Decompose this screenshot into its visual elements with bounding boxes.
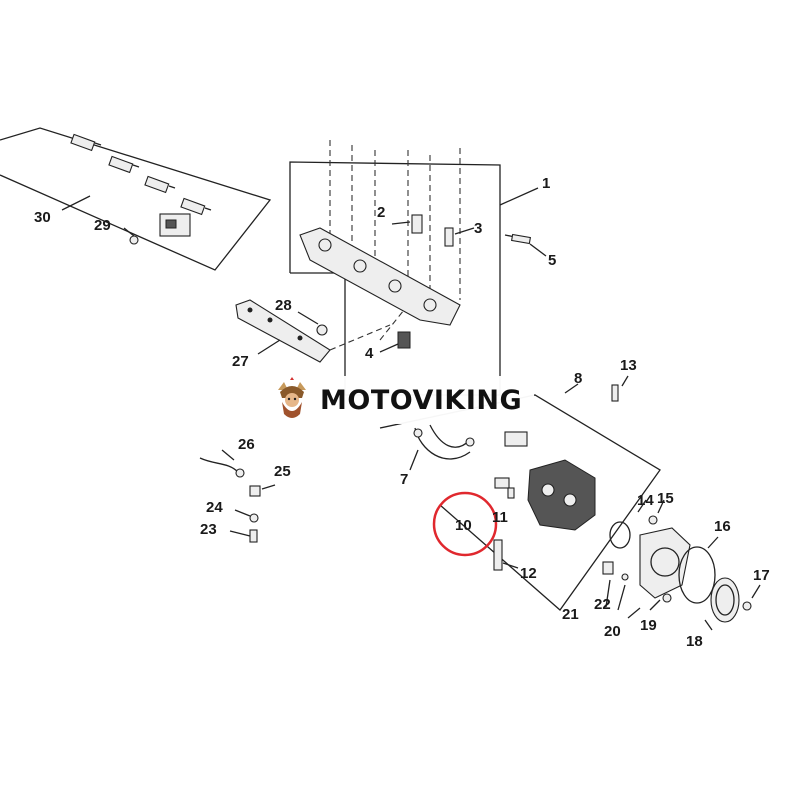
callout-29: 29 (94, 217, 111, 234)
callout-4: 4 (365, 345, 374, 362)
callout-22: 22 (594, 596, 611, 613)
callout-24: 24 (206, 499, 223, 516)
pump-cover-20 (639, 527, 691, 599)
callout-23: 23 (200, 521, 217, 538)
part-11 (507, 487, 515, 499)
callout-5: 5 (548, 252, 556, 269)
callout-3: 3 (474, 220, 482, 237)
callout-13: 13 (620, 357, 637, 374)
panel-8-fuel-pump (379, 375, 661, 611)
callout-labels: 1 2 3 4 5 7 8 10 11 12 13 14 15 16 17 18… (34, 175, 770, 650)
bolt-13 (611, 384, 619, 402)
callout-26: 26 (238, 436, 255, 453)
plug-21 (602, 561, 614, 575)
sensor-2 (411, 214, 423, 234)
bolt-5 (510, 233, 532, 245)
seal-22 (621, 573, 629, 581)
callout-30: 30 (34, 209, 51, 226)
panel-1-fuel-rail (289, 140, 547, 396)
harness-connectors (70, 133, 212, 245)
callout-15: 15 (657, 490, 674, 507)
nut-17 (742, 601, 752, 611)
fuel-rail (299, 227, 461, 326)
bolt-28 (316, 324, 328, 336)
callout-8: 8 (574, 370, 582, 387)
callout-18: 18 (686, 633, 703, 650)
valve-3 (444, 227, 454, 247)
callout-17: 17 (753, 567, 770, 584)
pipe-26 (199, 457, 239, 473)
lines-23-26 (199, 449, 276, 543)
high-pressure-pump (527, 459, 596, 531)
callout-25: 25 (274, 463, 291, 480)
callout-28: 28 (275, 297, 292, 314)
callout-7: 7 (400, 471, 408, 488)
callout-21: 21 (562, 606, 579, 623)
callout-19: 19 (640, 617, 657, 634)
callout-16: 16 (714, 518, 731, 535)
o-ring-16 (678, 546, 716, 604)
callout-1: 1 (542, 175, 550, 192)
watermark-banner: MOTOVIKING (262, 376, 534, 424)
gear-18 (710, 577, 740, 623)
bolt-23 (249, 529, 258, 543)
pipe-7 (414, 424, 471, 460)
callout-27: 27 (232, 353, 249, 370)
fitting-25 (249, 485, 261, 497)
gear-assembly (602, 499, 761, 631)
panel-30-harness (0, 127, 272, 271)
callout-10: 10 (455, 517, 472, 534)
callout-20: 20 (604, 623, 621, 640)
callout-2: 2 (377, 204, 385, 221)
bolt-29 (129, 235, 139, 245)
bolt-15 (648, 515, 658, 525)
washer-19 (662, 593, 672, 603)
pump-valve (504, 431, 528, 447)
watermark-brand-text: MOTOVIKING (320, 384, 523, 416)
highlight-circle-10 (432, 491, 498, 557)
bolt-12 (493, 539, 503, 571)
viking-logo-icon (278, 377, 306, 418)
callout-12: 12 (520, 565, 537, 582)
o-ring-14 (609, 521, 631, 549)
washer-24 (249, 513, 259, 523)
callout-14: 14 (637, 492, 654, 509)
sensor-4 (397, 331, 411, 349)
sensor-10 (494, 477, 510, 489)
bracket-27 (235, 299, 331, 363)
callout-11: 11 (492, 509, 508, 526)
